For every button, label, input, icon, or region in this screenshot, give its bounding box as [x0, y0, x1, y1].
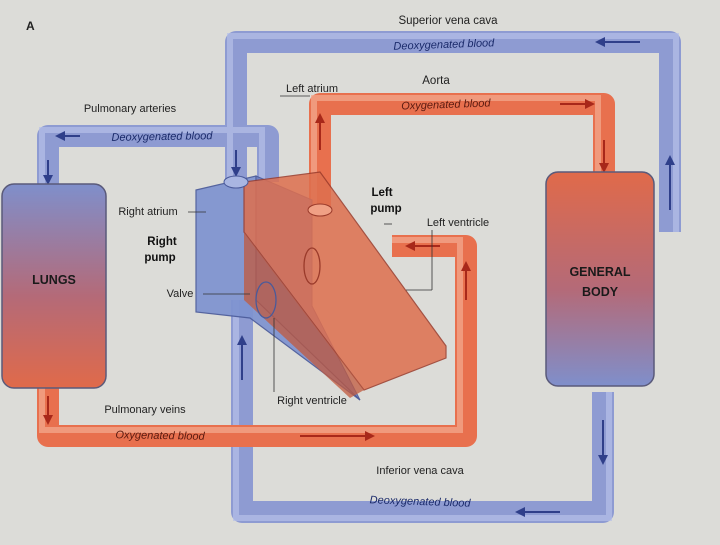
figure-label: A: [26, 19, 35, 33]
left-valve: [303, 247, 321, 285]
left-pump-label-line2: pump: [370, 203, 401, 215]
pulmonary-oxygenated-label: Oxygenated blood: [115, 429, 205, 443]
aorta-label: Aorta: [422, 75, 450, 87]
right-valve: [255, 281, 277, 319]
right-pump-label-line1: Right: [147, 236, 177, 248]
valve-label: Valve: [167, 288, 194, 300]
right-ventricle-label: Right ventricle: [277, 395, 347, 407]
superior-vena-cava-label: Superior vena cava: [398, 15, 498, 27]
general-body-organ: GENERAL BODY: [545, 171, 655, 387]
oxygenated-highlights: [39, 95, 601, 433]
pulmonary-arteries-label: Pulmonary arteries: [84, 103, 177, 115]
general-body-label-line2: BODY: [582, 285, 619, 299]
left-atrium-opening: [307, 203, 333, 217]
right-atrium-label: Right atrium: [118, 206, 177, 218]
general-body-label-line1: GENERAL: [569, 265, 630, 279]
superior-vena-cava-vessel: [225, 31, 681, 232]
leader-lines: [188, 95, 433, 392]
heart-pumps: [195, 171, 447, 401]
left-pump-label-line1: Left: [371, 187, 392, 199]
inferior-deoxygenated-label: Deoxygenated blood: [369, 494, 471, 510]
deoxygenated-highlights: [39, 33, 679, 521]
flow-arrows: [43, 37, 675, 517]
superior-deoxygenated-label: Deoxygenated blood: [393, 37, 495, 53]
aorta-oxygenated-label: Oxygenated blood: [401, 97, 492, 112]
inferior-vena-cava-label: Inferior vena cava: [376, 465, 464, 477]
right-pump-label-line2: pump: [144, 252, 175, 264]
left-pump-lower-face: [244, 232, 364, 398]
left-atrium-label: Left atrium: [286, 83, 338, 95]
right-atrium-opening: [223, 175, 249, 189]
pulmonary-veins-label: Pulmonary veins: [104, 404, 186, 416]
left-ventricle-label: Left ventricle: [427, 217, 489, 229]
lungs-label: LUNGS: [32, 273, 76, 287]
pulmonary-deoxygenated-label: Deoxygenated blood: [111, 130, 213, 144]
lungs-organ: LUNGS: [1, 183, 107, 389]
